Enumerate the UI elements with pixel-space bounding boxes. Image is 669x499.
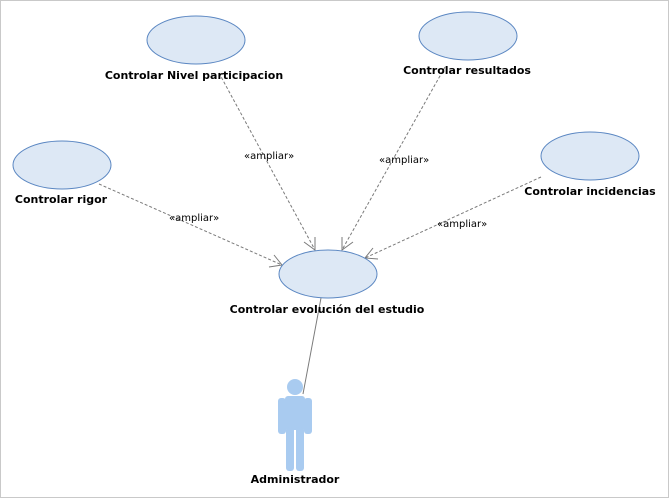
use-case-nivel-participacion[interactable]: Controlar Nivel participacion xyxy=(105,15,283,82)
use-case-resultados[interactable]: Controlar resultados xyxy=(403,11,531,77)
association-line[interactable] xyxy=(302,297,322,395)
extend-rigor[interactable] xyxy=(98,183,283,268)
use-case-label: Controlar rigor xyxy=(15,193,108,206)
use-case-label: Controlar evolución del estudio xyxy=(230,303,425,316)
stereotype-label-nivel: «ampliar» xyxy=(244,151,294,162)
extend-incidencias[interactable] xyxy=(364,176,542,260)
actor-icon[interactable] xyxy=(278,379,312,471)
use-case-label: Controlar Nivel participacion xyxy=(105,69,283,82)
use-case-ellipse[interactable] xyxy=(540,131,640,181)
use-case-label: Controlar incidencias xyxy=(524,185,656,198)
use-case-ellipse[interactable] xyxy=(418,11,518,61)
stereotype-label-incidencias: «ampliar» xyxy=(437,219,487,230)
use-case-incidencias[interactable]: Controlar incidencias xyxy=(524,131,656,198)
use-case-evolucion-estudio[interactable]: Controlar evolución del estudio xyxy=(230,249,425,316)
stereotype-label-resultados: «ampliar» xyxy=(379,155,429,166)
stereotype-label-rigor: «ampliar» xyxy=(169,213,219,224)
actor-administrador[interactable]: Administrador xyxy=(251,379,340,486)
use-case-label: Controlar resultados xyxy=(403,64,531,77)
use-case-ellipse[interactable] xyxy=(146,15,246,65)
actor-label: Administrador xyxy=(251,473,340,486)
use-case-rigor[interactable]: Controlar rigor xyxy=(12,140,112,206)
use-case-ellipse[interactable] xyxy=(278,249,378,299)
extend-nivel[interactable] xyxy=(218,72,316,251)
extend-resultados[interactable] xyxy=(341,66,446,251)
use-case-ellipse[interactable] xyxy=(12,140,112,190)
